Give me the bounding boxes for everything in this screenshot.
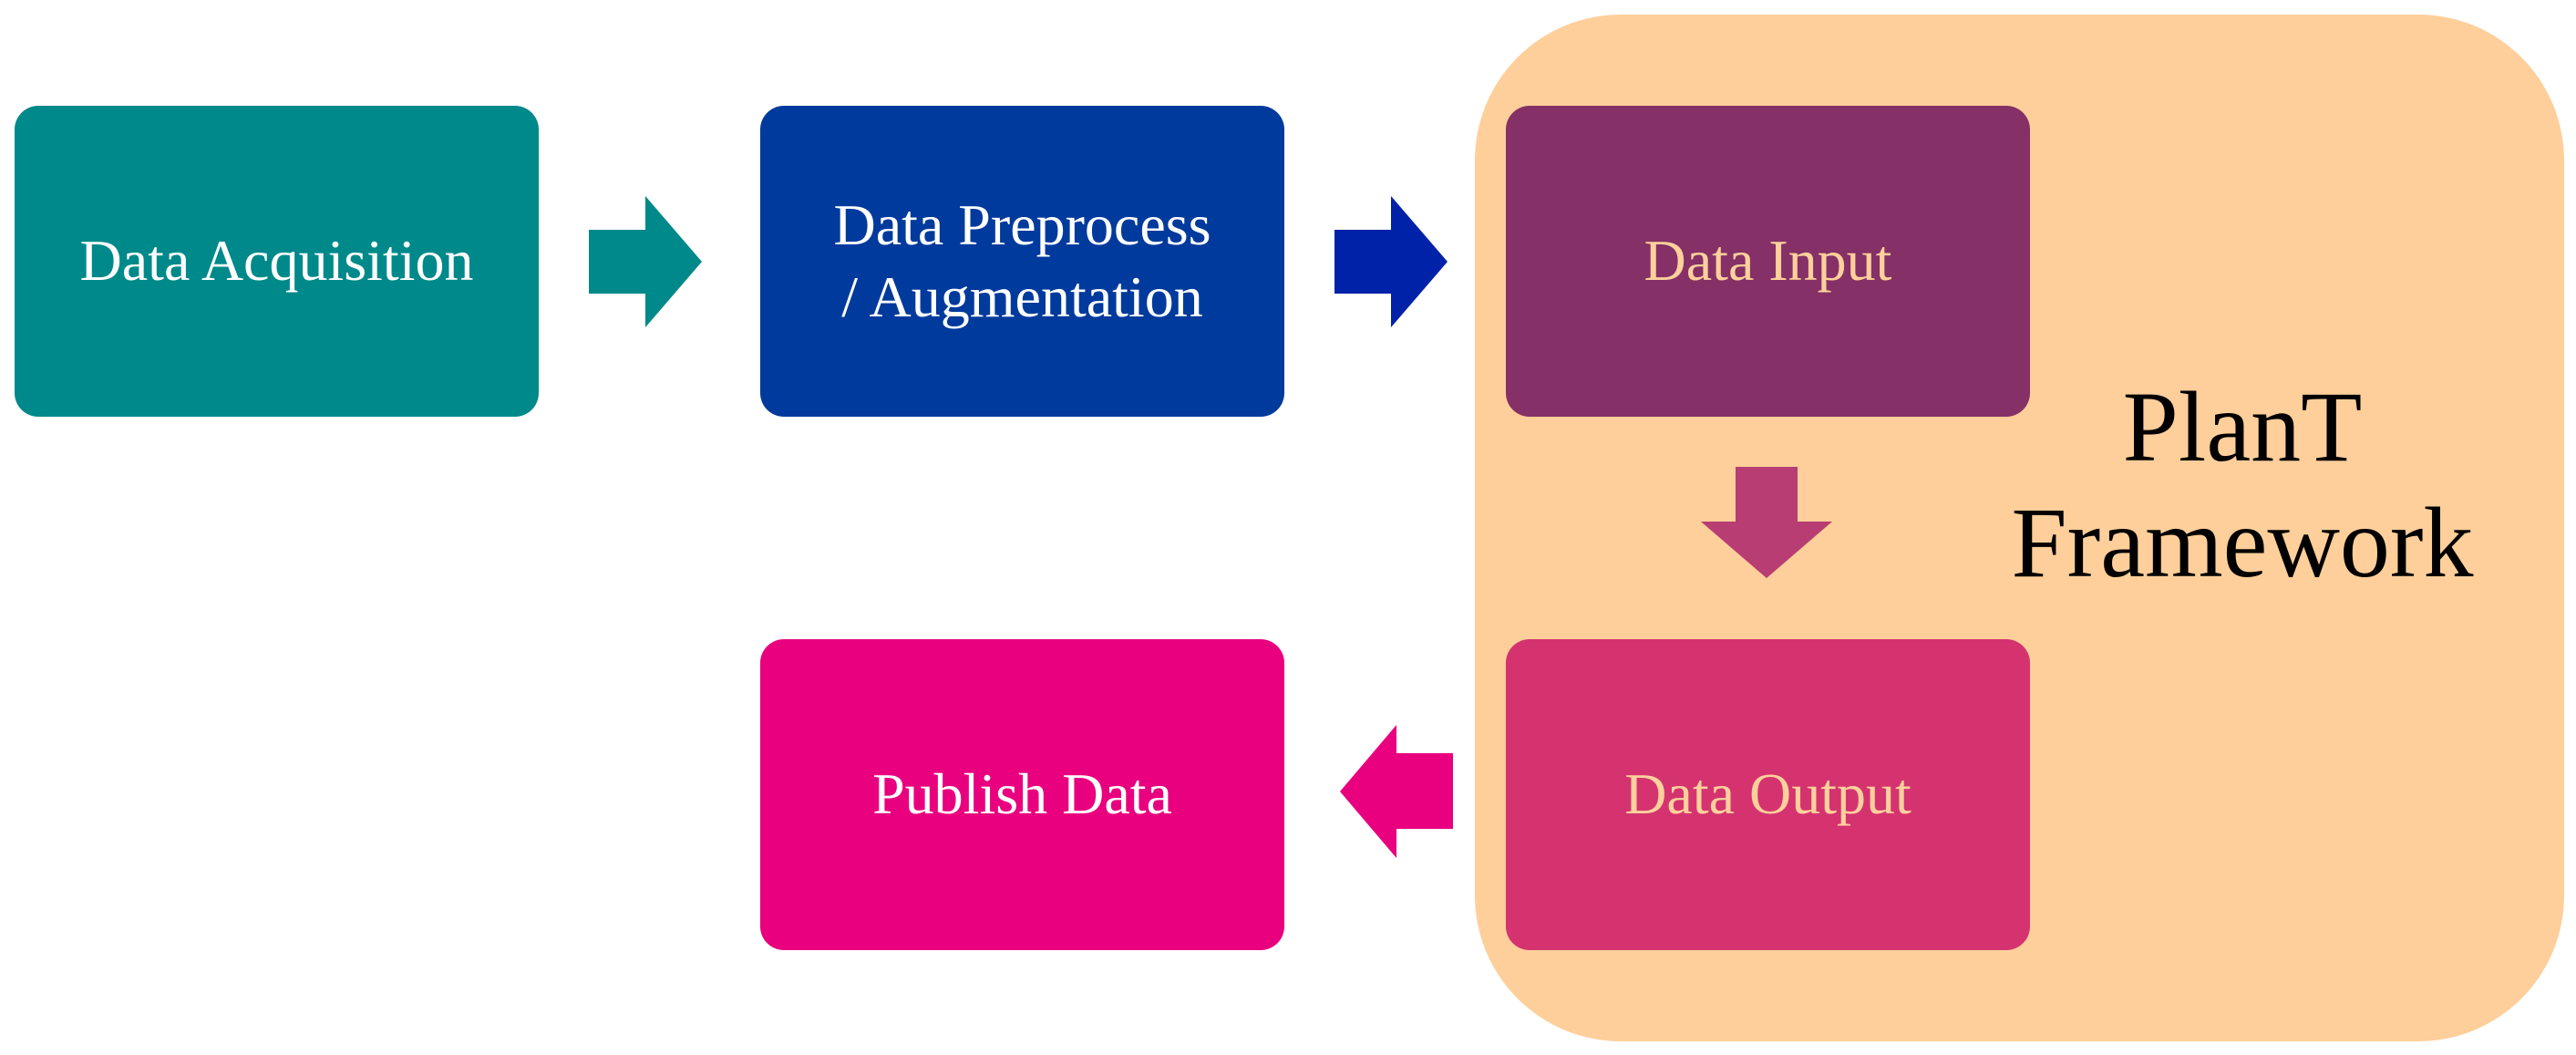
framework-label-line2: Framework: [2011, 486, 2474, 598]
arrow-input-to-output: [1701, 467, 1832, 578]
arrow-output-to-publish: [1340, 725, 1453, 858]
plant-framework-label: PlanT Framework: [1978, 369, 2507, 600]
data-output-label: Data Output: [1624, 761, 1911, 827]
framework-label-line1: PlanT: [2122, 371, 2363, 482]
data-output-box: Data Output: [1506, 639, 2030, 950]
data-acquisition-box: Data Acquisition: [15, 106, 539, 417]
data-preprocess-label-line2: / Augmentation: [841, 264, 1203, 329]
arrow-acquisition-to-preprocess: [589, 196, 702, 327]
data-acquisition-label: Data Acquisition: [79, 228, 474, 294]
publish-data-box: Publish Data: [760, 639, 1284, 950]
data-input-label: Data Input: [1643, 228, 1892, 294]
data-preprocess-box: Data Preprocess / Augmentation: [760, 106, 1284, 417]
publish-data-label: Publish Data: [872, 761, 1172, 827]
data-preprocess-label-line1: Data Preprocess: [833, 192, 1211, 258]
arrow-preprocess-to-input: [1334, 196, 1448, 327]
data-input-box: Data Input: [1506, 106, 2030, 417]
